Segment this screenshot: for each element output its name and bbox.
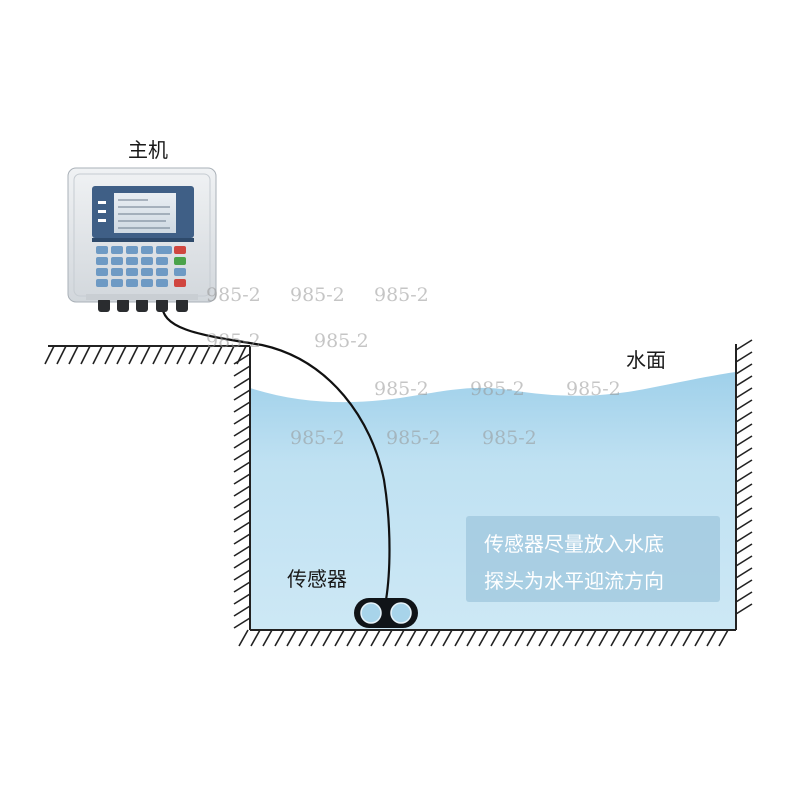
- sensor-probe-icon: [354, 598, 418, 628]
- left-wall-hatching: [233, 353, 251, 629]
- sensor-label: 传感器: [287, 567, 347, 591]
- watermark: 985-2: [374, 378, 429, 400]
- device-display: [114, 193, 176, 233]
- bottom-hatching: [238, 629, 729, 647]
- watermark: 985-2: [290, 427, 345, 449]
- watermark: 985-2: [386, 427, 441, 449]
- watermark: 985-2: [314, 330, 369, 352]
- installation-note-box: 传感器尽量放入水底 探头为水平迎流方向: [466, 516, 720, 602]
- watermark: 985-2: [482, 427, 537, 449]
- watermark: 985-2: [470, 378, 525, 400]
- host-label: 主机: [128, 138, 168, 162]
- ground-hatching: [44, 345, 247, 365]
- watermark: 985-2: [290, 284, 345, 306]
- watermark: 985-2: [206, 330, 261, 352]
- host-device-icon: [67, 167, 217, 312]
- watermark: 985-2: [566, 378, 621, 400]
- watermark: 985-2: [374, 284, 429, 306]
- sensor-cable: [160, 301, 391, 601]
- note-line-1: 传感器尽量放入水底: [484, 532, 664, 556]
- cable-glands: [98, 298, 188, 312]
- watermark: 985-2: [206, 284, 261, 306]
- ground-walls: [44, 339, 753, 647]
- right-wall-hatching: [735, 339, 753, 615]
- device-keypad: [96, 246, 186, 287]
- water-surface-label: 水面: [626, 348, 666, 372]
- note-line-2: 探头为水平迎流方向: [484, 569, 664, 593]
